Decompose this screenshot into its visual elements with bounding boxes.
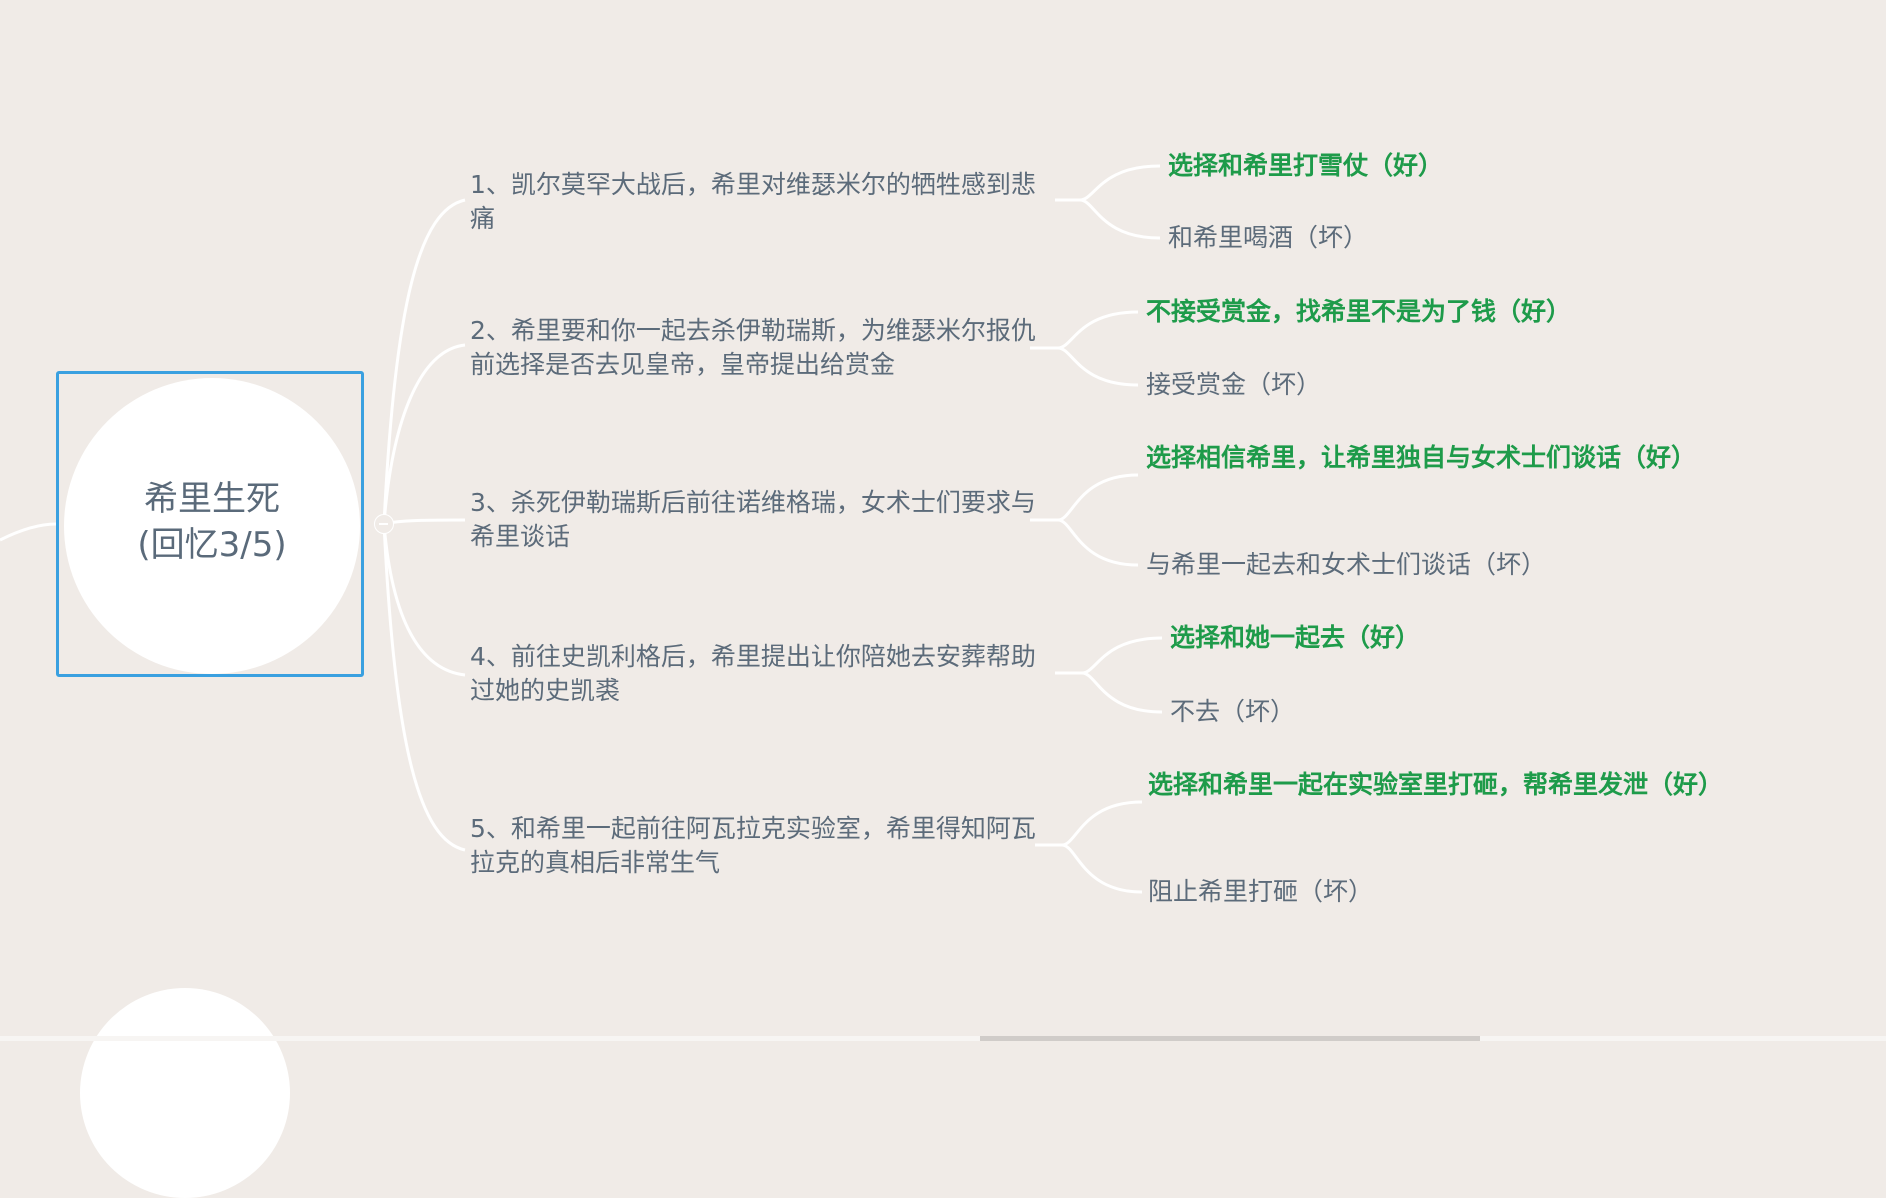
connector-leaf-2b <box>1057 346 1139 387</box>
connector-leaf-5a <box>1035 800 1143 847</box>
leaf-bad-4[interactable]: 不去（坏） <box>1170 697 1296 726</box>
leaf-good-4[interactable]: 选择和她一起去（好） <box>1170 623 1421 652</box>
connector-leaf-4a <box>1055 636 1163 675</box>
central-title-line1: 希里生死 <box>144 479 280 519</box>
leaf-good-3[interactable]: 选择相信希里，让希里独自与女术士们谈话（好） <box>1146 443 1697 472</box>
connector-leaf-1b <box>1079 198 1161 240</box>
connector-branch-5 <box>382 523 466 852</box>
leaf-bad-5[interactable]: 阻止希里打砸（坏） <box>1148 877 1374 906</box>
leaf-good-5[interactable]: 选择和希里一起在实验室里打砸，帮希里发泄（好） <box>1148 770 1724 799</box>
connector-branch-1 <box>382 198 466 525</box>
leaf-bad-3[interactable]: 与希里一起去和女术士们谈话（坏） <box>1146 550 1547 579</box>
connector-incoming <box>0 522 57 542</box>
connector-leaf-5b <box>1061 843 1143 894</box>
branch-topic-2[interactable]: 2、希里要和你一起去杀伊勒瑞斯，为维瑟米尔报仇前选择是否去见皇帝，皇帝提出给赏金 <box>470 316 1036 379</box>
connector-branch-3 <box>383 518 466 526</box>
branch-topic-1[interactable]: 1、凯尔莫罕大战后，希里对维瑟米尔的牺牲感到悲痛 <box>470 170 1036 233</box>
connector-leaf-3b <box>1057 518 1139 567</box>
connector-branch-2 <box>382 343 466 525</box>
horizontal-scrollbar[interactable] <box>0 1036 1886 1041</box>
connector-leaf-1a <box>1055 164 1161 202</box>
branch-topic-3[interactable]: 3、杀死伊勒瑞斯后前往诺维格瑞，女术士们要求与希里谈话 <box>470 488 1036 551</box>
leaf-good-2[interactable]: 不接受赏金，找希里不是为了钱（好） <box>1146 297 1572 326</box>
central-title-line2: (回忆3/5) <box>137 525 287 565</box>
connector-leaf-4b <box>1081 671 1163 714</box>
leaf-good-1[interactable]: 选择和希里打雪仗（好） <box>1168 151 1444 180</box>
central-topic-label: 希里生死 (回忆3/5) <box>64 476 360 568</box>
collapse-toggle-icon[interactable] <box>374 514 394 534</box>
next-topic-node[interactable] <box>80 988 290 1198</box>
central-topic-node[interactable] <box>64 378 360 674</box>
leaf-bad-2[interactable]: 接受赏金（坏） <box>1146 370 1322 399</box>
scrollbar-thumb[interactable] <box>980 1036 1480 1041</box>
branch-topic-5[interactable]: 5、和希里一起前往阿瓦拉克实验室，希里得知阿瓦拉克的真相后非常生气 <box>470 814 1036 877</box>
branch-topic-4[interactable]: 4、前往史凯利格后，希里提出让你陪她去安葬帮助过她的史凯裘 <box>470 642 1036 705</box>
leaf-bad-1[interactable]: 和希里喝酒（坏） <box>1168 223 1369 252</box>
connector-branch-4 <box>382 523 466 677</box>
